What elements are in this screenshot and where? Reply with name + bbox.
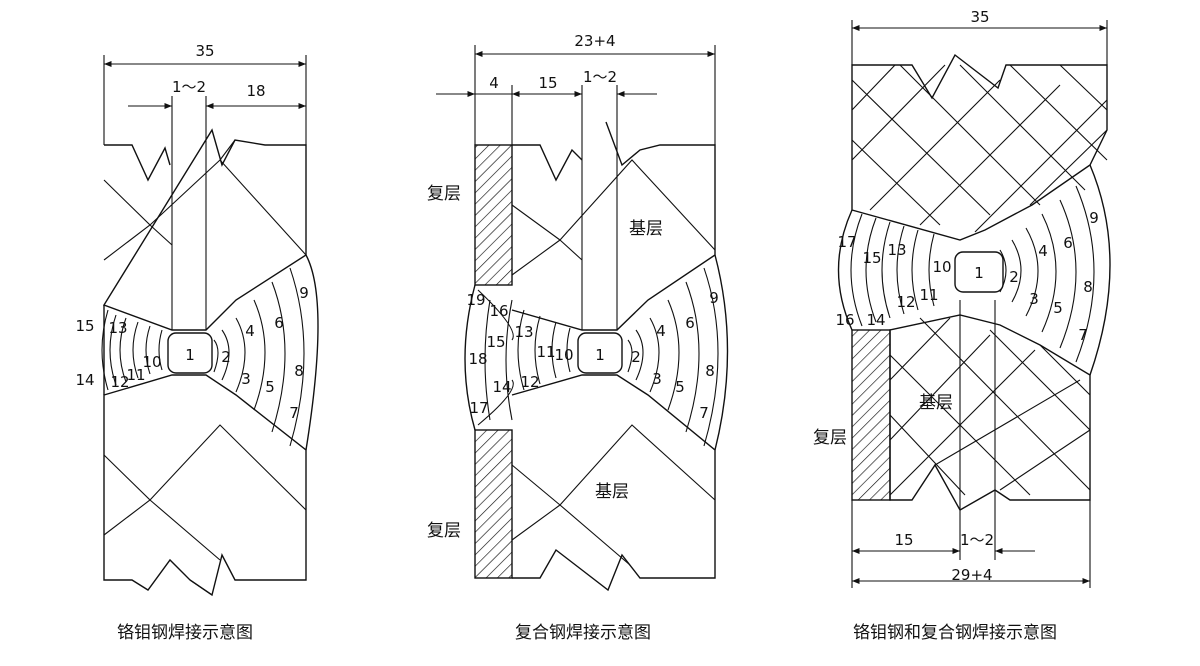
caption: 铬钼钢焊接示意图 bbox=[117, 623, 253, 643]
top-base-plate bbox=[511, 121, 716, 331]
bead-labels: 1 2 3 4 5 6 7 8 9 10 11 12 13 14 15 16 1… bbox=[466, 289, 718, 422]
bead-labels: 1 2 3 4 5 6 7 8 9 10 11 12 13 14 15 16 1… bbox=[835, 209, 1098, 344]
bead-label: 12 bbox=[520, 373, 539, 391]
bead-label: 14 bbox=[492, 378, 511, 396]
bead-label: 7 bbox=[1078, 326, 1088, 344]
bead-label: 16 bbox=[835, 311, 854, 329]
dim-top-total: 35 bbox=[970, 8, 989, 26]
bead-label: 5 bbox=[265, 378, 275, 396]
clad-layer bbox=[851, 329, 891, 501]
dim-bottom-total: 29+4 bbox=[951, 566, 992, 584]
dimension-lines bbox=[103, 55, 307, 330]
clad-label-top: 复层 bbox=[427, 184, 461, 204]
caption: 铬钼钢和复合钢焊接示意图 bbox=[853, 623, 1057, 643]
bead-label: 19 bbox=[466, 291, 485, 309]
bottom-plate bbox=[103, 374, 307, 597]
bead-label: 13 bbox=[108, 319, 127, 337]
clad-layer-top bbox=[474, 144, 513, 286]
bead-label: 4 bbox=[656, 322, 666, 340]
dim-gap: 1～2 bbox=[960, 531, 994, 549]
bead-label: 1 bbox=[974, 264, 984, 282]
bead-label: 11 bbox=[919, 286, 938, 304]
bead-label: 2 bbox=[1009, 268, 1019, 286]
bead-label: 15 bbox=[486, 333, 505, 351]
bead-label: 13 bbox=[887, 241, 906, 259]
diagram-crmo-to-clad-steel: 35 15 1～2 29+4 1 2 3 4 5 6 7 bbox=[813, 8, 1111, 643]
bead-label: 14 bbox=[75, 371, 94, 389]
dim-clad: 4 bbox=[489, 74, 499, 92]
bead-label: 17 bbox=[469, 399, 488, 417]
dim-bottom-left: 15 bbox=[894, 531, 913, 549]
bead-label: 10 bbox=[142, 353, 161, 371]
bead-label: 10 bbox=[932, 258, 951, 276]
dimension-lines bbox=[436, 45, 716, 330]
bottom-clad-plate bbox=[851, 314, 1091, 511]
bead-label: 8 bbox=[294, 362, 304, 380]
clad-label-bottom: 复层 bbox=[427, 521, 461, 541]
bead-label: 16 bbox=[489, 302, 508, 320]
bead-label: 6 bbox=[685, 314, 695, 332]
top-plate bbox=[102, 128, 307, 331]
bead-label: 5 bbox=[675, 378, 685, 396]
bead-label: 9 bbox=[1089, 209, 1099, 227]
bead-label: 15 bbox=[862, 249, 881, 267]
base-label: 基层 bbox=[919, 393, 953, 413]
top-crmo-plate bbox=[851, 53, 1108, 241]
bead-label: 2 bbox=[221, 348, 231, 366]
dim-left: 15 bbox=[538, 74, 557, 92]
base-label-bottom: 基层 bbox=[595, 482, 629, 502]
bead-label: 3 bbox=[1029, 290, 1039, 308]
clad-label: 复层 bbox=[813, 428, 847, 448]
dim-total: 35 bbox=[195, 42, 214, 60]
bead-label: 11 bbox=[536, 343, 555, 361]
weld-zone bbox=[464, 254, 729, 451]
bottom-base-plate bbox=[511, 374, 716, 592]
bead-label: 6 bbox=[1063, 234, 1073, 252]
bead-label: 8 bbox=[1083, 278, 1093, 296]
bead-label: 1 bbox=[185, 346, 195, 364]
bead-label: 14 bbox=[866, 311, 885, 329]
dim-gap: 1～2 bbox=[172, 78, 206, 96]
bead-label: 2 bbox=[631, 348, 641, 366]
bead-label: 13 bbox=[514, 323, 533, 341]
bead-labels: 1 2 3 4 5 6 7 8 9 10 11 12 13 14 15 bbox=[75, 284, 308, 422]
weld-zone bbox=[101, 254, 319, 451]
bead-label: 11 bbox=[126, 366, 145, 384]
bead-label: 4 bbox=[245, 322, 255, 340]
diagram-crmo-steel: 35 1～2 18 1 2 3 4 5 6 7 8 9 10 11 12 bbox=[75, 42, 319, 643]
bead-label: 15 bbox=[75, 317, 94, 335]
bead-label: 10 bbox=[554, 346, 573, 364]
dim-gap: 1～2 bbox=[583, 68, 617, 86]
dimension-lines bbox=[851, 20, 1108, 588]
caption: 复合钢焊接示意图 bbox=[515, 623, 651, 643]
bead-label: 9 bbox=[709, 289, 719, 307]
bead-label: 12 bbox=[110, 373, 129, 391]
bead-label: 9 bbox=[299, 284, 309, 302]
bead-label: 4 bbox=[1038, 242, 1048, 260]
dim-total: 23+4 bbox=[574, 32, 615, 50]
bead-label: 7 bbox=[699, 404, 709, 422]
bead-label: 6 bbox=[274, 314, 284, 332]
bead-label: 1 bbox=[595, 346, 605, 364]
diagram-clad-steel: 23+4 4 15 1～2 1 2 3 4 5 6 7 8 9 bbox=[427, 32, 729, 643]
bead-label: 3 bbox=[652, 370, 662, 388]
dim-right: 18 bbox=[246, 82, 265, 100]
clad-layer-bottom bbox=[474, 429, 513, 579]
bead-label: 7 bbox=[289, 404, 299, 422]
bead-label: 12 bbox=[896, 293, 915, 311]
base-label-top: 基层 bbox=[629, 219, 663, 239]
bead-label: 18 bbox=[468, 350, 487, 368]
weld-zone bbox=[837, 164, 1111, 376]
bead-label: 8 bbox=[705, 362, 715, 380]
bead-label: 3 bbox=[241, 370, 251, 388]
bead-label: 5 bbox=[1053, 299, 1063, 317]
bead-label: 17 bbox=[837, 233, 856, 251]
